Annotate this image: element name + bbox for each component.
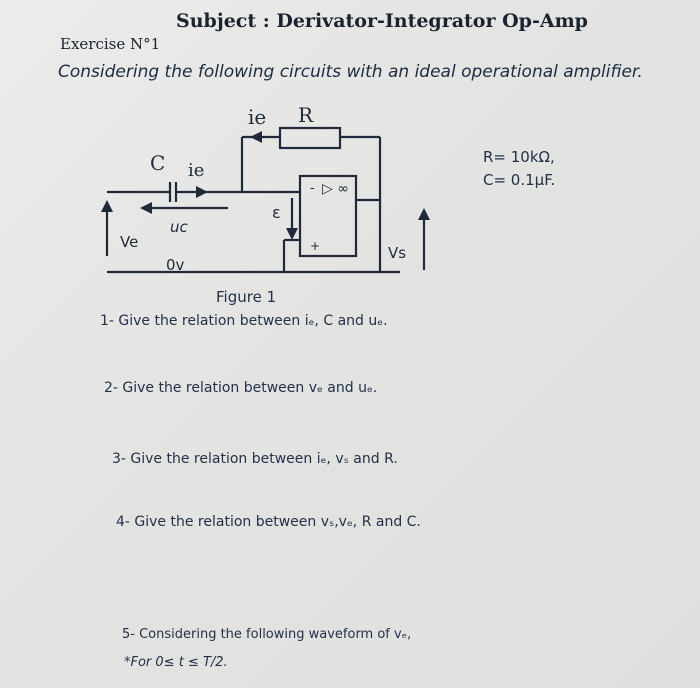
label-minus: -	[310, 181, 315, 196]
label-0v: 0v	[166, 256, 185, 274]
label-ve: Ve	[120, 233, 138, 251]
label-ie-left: ie	[188, 160, 204, 181]
ie-left-arrowhead	[196, 186, 208, 198]
subject-title: Subject : Derivator-Integrator Op-Amp	[176, 10, 588, 32]
question-5: 5- Considering the following waveform of…	[122, 627, 412, 642]
question-2: 2- Give the relation between vₑ and uₑ.	[104, 380, 378, 396]
uc-arrowhead	[140, 202, 152, 214]
label-epsilon: ε	[272, 203, 281, 222]
question-1: 1- Give the relation between iₑ, C and u…	[100, 313, 388, 329]
label-plus: +	[310, 239, 320, 253]
ve-arrowhead	[101, 200, 113, 212]
vs-arrowhead	[418, 208, 430, 220]
intro-text: Considering the following circuits with …	[58, 62, 643, 82]
label-c: C	[150, 151, 165, 175]
capacitor-value: C= 0.1μF.	[483, 171, 556, 189]
question-4: 4- Give the relation between vₛ,vₑ, R an…	[116, 514, 421, 530]
ie-top-arrowhead	[250, 131, 262, 143]
question-3: 3- Give the relation between iₑ, vₛ and …	[112, 451, 398, 467]
label-uc: uc	[170, 218, 189, 236]
resistor-r	[278, 126, 342, 150]
label-r: R	[298, 103, 314, 127]
figure-caption: Figure 1	[216, 288, 277, 306]
epsilon-arrowhead	[286, 228, 298, 240]
resistor-value: R= 10kΩ,	[483, 148, 555, 166]
opamp-body	[298, 174, 358, 258]
label-ie-top: ie	[248, 105, 266, 129]
label-vs: Vs	[388, 244, 406, 262]
component-values: R= 10kΩ, C= 0.1μF.	[483, 146, 555, 192]
label-opamp-symbol: ▷ ∞	[322, 181, 349, 197]
question-5-condition: *For 0≤ t ≤ T/2.	[124, 655, 228, 670]
exercise-heading: Exercise N°1	[60, 35, 161, 53]
